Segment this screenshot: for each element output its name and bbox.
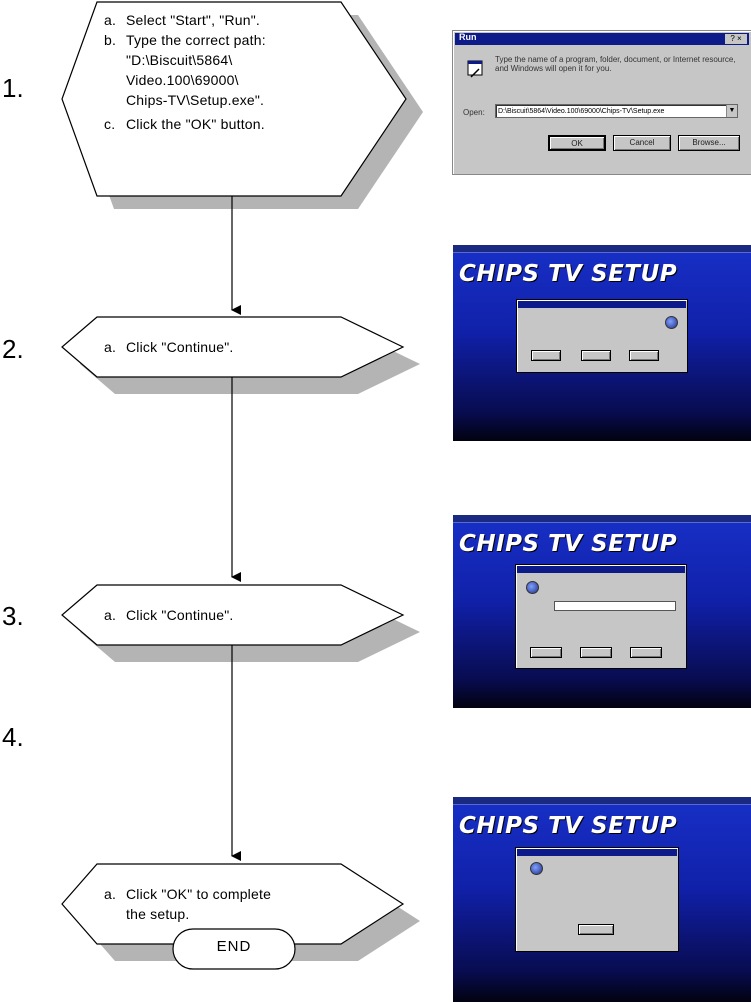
setup-screen-continue-2: CHIPS TV SETUP <box>453 515 751 708</box>
continue-button[interactable] <box>530 647 562 658</box>
setup-titlebar <box>453 515 751 523</box>
step-1-line: Select "Start", "Run". <box>126 12 260 28</box>
chips-tv-setup-logo: CHIPS TV SETUP <box>459 261 678 287</box>
chevron-down-icon[interactable]: ▼ <box>726 105 737 117</box>
step-2-number: 2. <box>2 334 24 364</box>
setup-titlebar <box>453 797 751 805</box>
browse-button[interactable]: Browse... <box>678 135 740 151</box>
step-1-line: Chips-TV\Setup.exe". <box>126 92 265 108</box>
dialog-titlebar <box>517 849 677 856</box>
step-3-shape <box>61 584 420 662</box>
run-dialog-title: Run <box>459 32 477 42</box>
help-button[interactable] <box>629 350 659 361</box>
cancel-button[interactable]: Cancel <box>613 135 671 151</box>
setup-screen-complete: CHIPS TV SETUP <box>453 797 751 1002</box>
end-terminator <box>172 928 296 970</box>
chips-tv-setup-logo: CHIPS TV SETUP <box>459 813 678 839</box>
step-1-line: Click the "OK" button. <box>126 116 265 132</box>
open-path-input[interactable]: D:\Biscuit\5864\Video.100\69000\Chips-TV… <box>495 104 738 118</box>
setup-screen-continue-1: CHIPS TV SETUP <box>453 245 751 441</box>
run-dialog-message: Type the name of a program, folder, docu… <box>495 55 736 73</box>
step-3-line-prefix: a. <box>104 607 117 623</box>
step-4-line: the setup. <box>126 906 190 922</box>
step-1-line: Type the correct path: <box>126 32 266 48</box>
run-dialog-titlebar: Run ? × <box>455 32 749 45</box>
exit-button[interactable] <box>581 350 611 361</box>
setup-dialog <box>515 564 687 669</box>
setup-dialog <box>515 847 679 952</box>
open-path-value: D:\Biscuit\5864\Video.100\69000\Chips-TV… <box>498 108 665 115</box>
ok-button[interactable] <box>578 924 614 935</box>
step-2-line-prefix: a. <box>104 339 117 355</box>
step-2-shape <box>61 316 420 394</box>
continue-button[interactable] <box>531 350 561 361</box>
step-4-shape <box>61 863 420 961</box>
setup-titlebar <box>453 245 751 253</box>
help-button[interactable] <box>630 647 662 658</box>
dialog-titlebar <box>518 301 686 308</box>
chips-tv-setup-logo: CHIPS TV SETUP <box>459 531 678 557</box>
step-4-line-prefix: a. <box>104 886 117 902</box>
step-1-number: 1. <box>2 73 24 103</box>
dialog-titlebar <box>517 566 685 573</box>
title-buttons[interactable]: ? × <box>725 34 747 44</box>
step-3-number: 3. <box>2 601 24 631</box>
setup-icon <box>665 316 678 329</box>
setup-dialog <box>516 299 688 373</box>
run-dialog: Run ? × Type the name of a program, fold… <box>452 30 751 175</box>
end-label: END <box>216 938 252 955</box>
run-icon <box>467 60 483 78</box>
step-1-line-prefix: c. <box>104 116 116 132</box>
step-4-number: 4. <box>2 722 24 752</box>
step-1-line: "D:\Biscuit\5864\ <box>126 52 233 68</box>
step-1-line-prefix: a. <box>104 12 117 28</box>
install-directory-input[interactable] <box>554 601 676 611</box>
step-1-line-prefix: b. <box>104 32 117 48</box>
step-1-shape <box>61 1 423 209</box>
ok-button[interactable]: OK <box>548 135 606 151</box>
step-1-line: Video.100\69000\ <box>126 72 239 88</box>
open-label: Open: <box>463 108 485 117</box>
step-2-line: Click "Continue". <box>126 339 234 355</box>
setup-icon <box>526 581 539 594</box>
exit-button[interactable] <box>580 647 612 658</box>
step-4-line: Click "OK" to complete <box>126 886 272 902</box>
step-3-line: Click "Continue". <box>126 607 234 623</box>
setup-icon <box>530 862 543 875</box>
